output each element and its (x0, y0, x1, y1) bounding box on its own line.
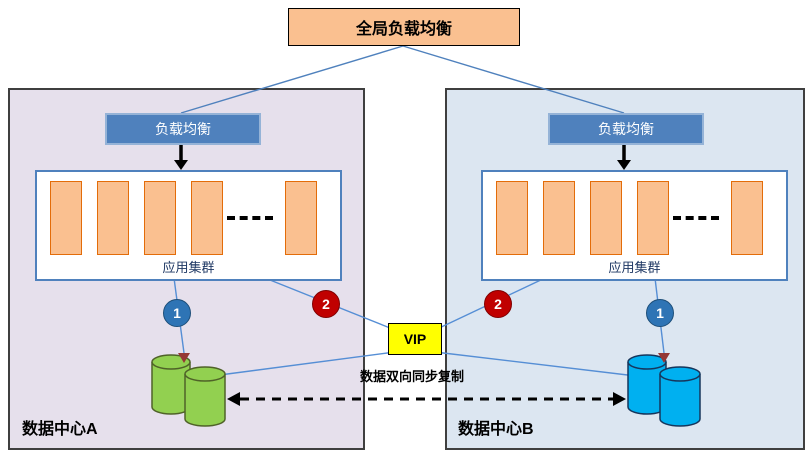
vip-box: VIP (388, 323, 442, 355)
sync-replication-label: 数据双向同步复制 (359, 369, 464, 384)
server-rect (637, 181, 669, 255)
ellipsis-dashes (673, 216, 719, 220)
datacenter-b-title: 数据中心B (458, 421, 534, 438)
server-rect (50, 181, 82, 255)
database-a-cylinders (151, 354, 226, 427)
step-2-badge-a: 2 (312, 290, 340, 318)
app-cluster-b-box: 应用集群 (481, 170, 788, 281)
server-rect (496, 181, 528, 255)
load-balancer-a-box: 负载均衡 (105, 113, 261, 145)
vip-label: VIP (403, 331, 427, 347)
arrow-lb-to-cluster-b (617, 144, 631, 170)
global-load-balancer-label: 全局负载均衡 (355, 21, 452, 38)
load-balancer-b-box: 负载均衡 (548, 113, 704, 145)
app-cluster-b-label: 应用集群 (608, 260, 661, 275)
step-1-badge-b: 1 (646, 299, 674, 327)
load-balancer-b-label: 负载均衡 (598, 121, 654, 137)
global-load-balancer-box: 全局负载均衡 (288, 8, 520, 46)
arrow-lb-to-cluster-a (174, 144, 188, 170)
sync-replication-arrow (227, 392, 626, 406)
app-cluster-a-box: 应用集群 (35, 170, 342, 281)
step-1-badge-a: 1 (163, 299, 191, 327)
server-rect (285, 181, 317, 255)
ellipsis-dashes (227, 216, 273, 220)
server-rect (97, 181, 129, 255)
server-rect (731, 181, 763, 255)
app-cluster-a-label: 应用集群 (162, 260, 215, 275)
server-rect (543, 181, 575, 255)
server-rect (144, 181, 176, 255)
global-connector-lines (180, 45, 625, 114)
write-arrowheads (178, 353, 670, 363)
datacenter-a-title: 数据中心A (22, 421, 98, 438)
step-2-badge-b: 2 (484, 290, 512, 318)
server-rect (191, 181, 223, 255)
load-balancer-a-label: 负载均衡 (155, 121, 211, 137)
server-rect (590, 181, 622, 255)
database-b-cylinders (627, 354, 701, 427)
